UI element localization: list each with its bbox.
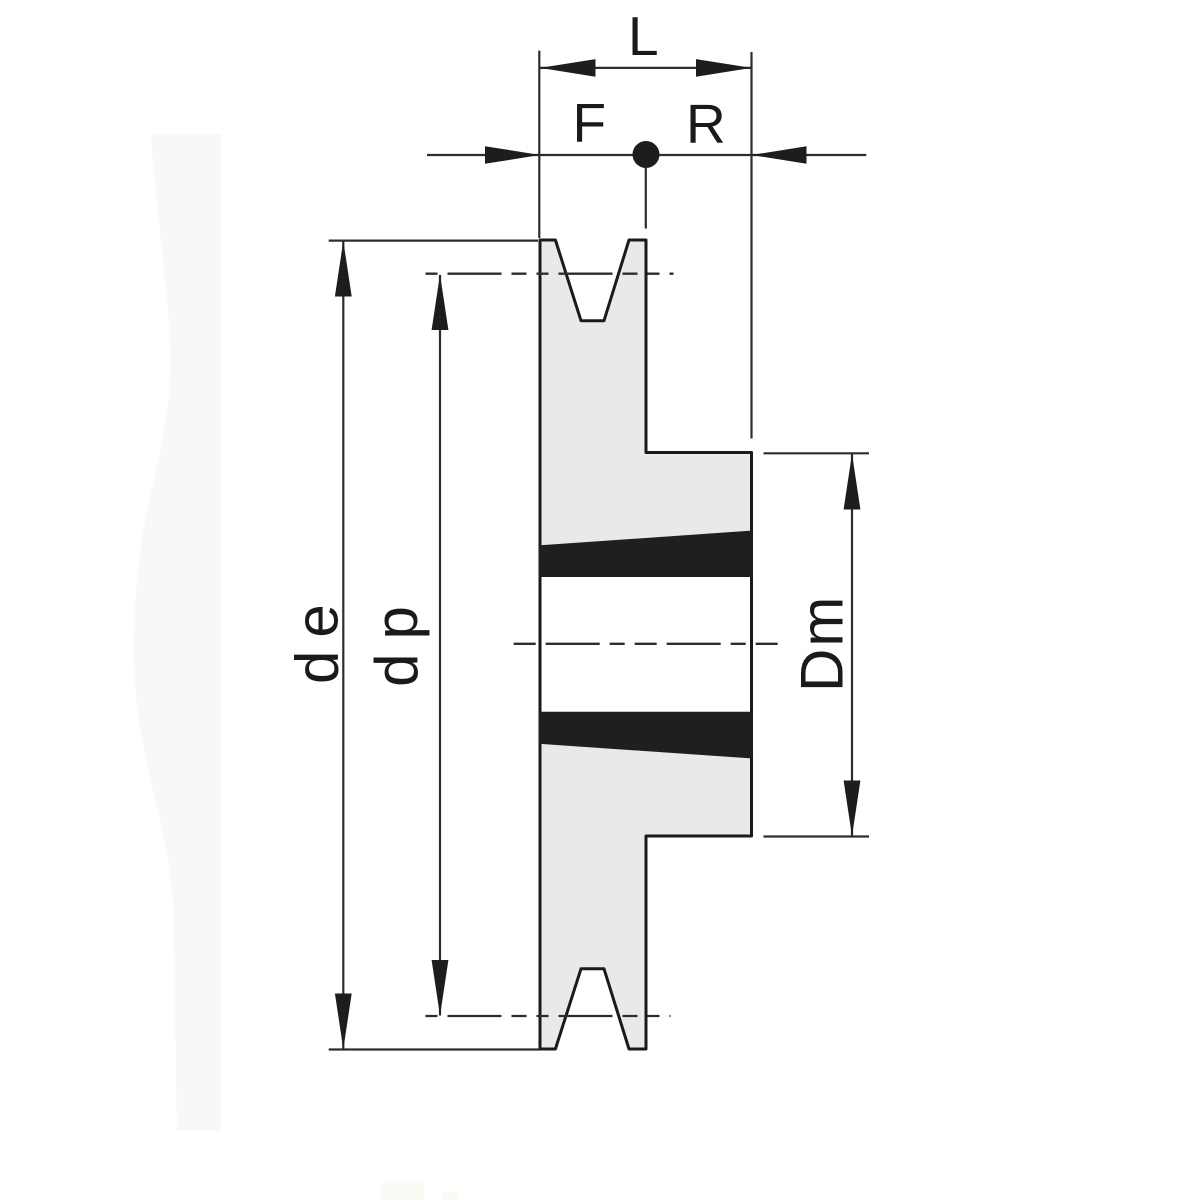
svg-text:de: de (284, 591, 351, 684)
svg-text:L: L (628, 5, 659, 67)
svg-text:R: R (686, 93, 726, 155)
svg-text:dp: dp (363, 592, 430, 687)
svg-text:F: F (573, 92, 607, 154)
svg-text:Dm: Dm (789, 595, 856, 692)
